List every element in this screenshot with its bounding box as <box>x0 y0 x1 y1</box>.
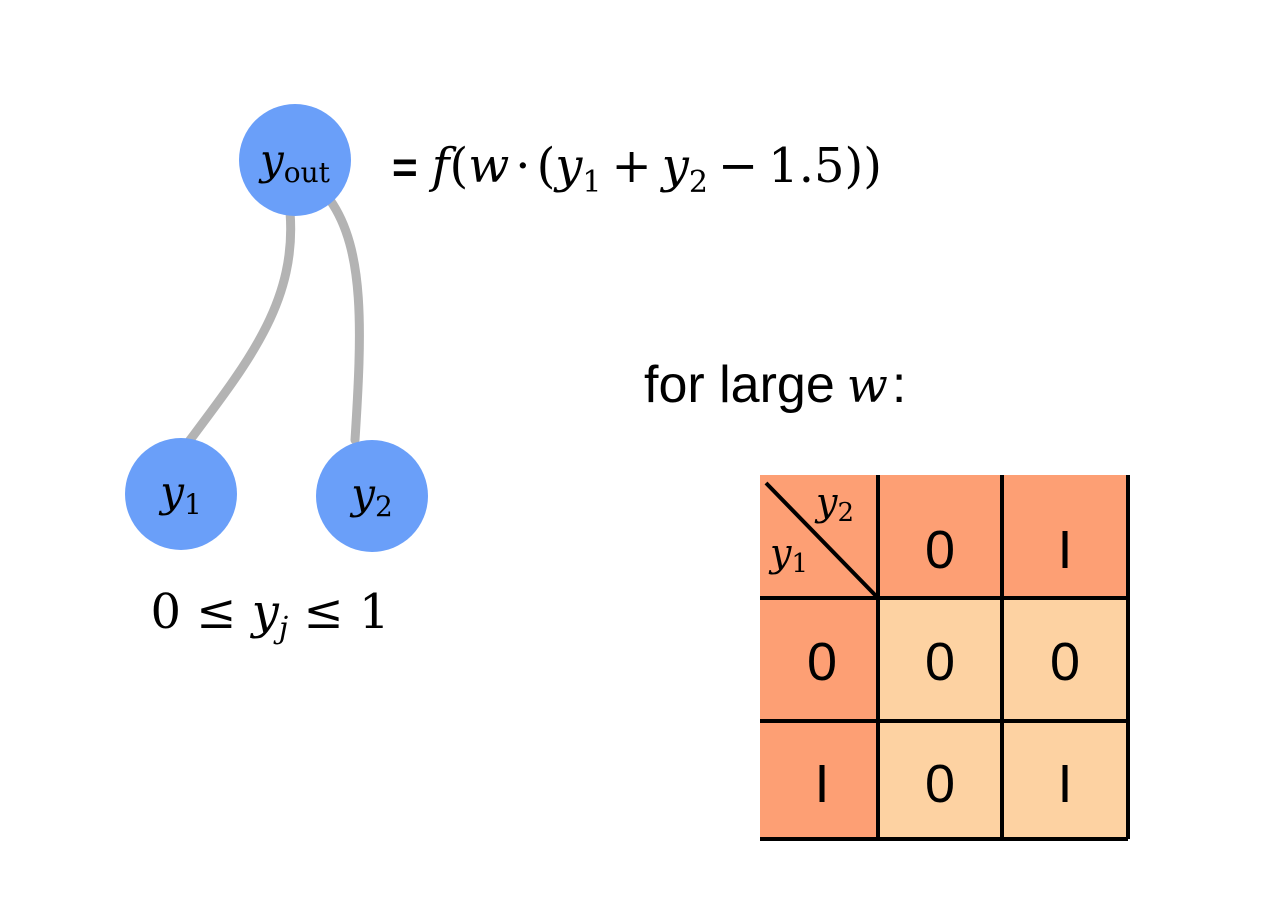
truth-table: y2 y1 0 I 0 I 0 0 0 I <box>760 475 1130 841</box>
row-header-0: 0 <box>807 632 837 692</box>
output-node-sub: out <box>284 156 331 189</box>
cell-y1-0-y2-1: 0 <box>1050 632 1080 692</box>
table-col-header-cell-0 <box>878 475 1002 598</box>
input-node-2-var: y <box>349 469 376 518</box>
corner-diagonal <box>764 481 880 600</box>
cell-y1-1-y2-1: I <box>1057 754 1072 814</box>
constraint-lhs: 0 ≤ <box>151 584 252 640</box>
output-node-var: y <box>258 135 285 184</box>
input-node-2-circle <box>316 440 428 552</box>
condition-prefix: for large <box>644 356 835 414</box>
equation-equals: = <box>392 143 418 192</box>
input-node-2: y2 <box>316 440 428 552</box>
condition-var: w <box>847 358 888 414</box>
table-row-header-cell-0 <box>760 598 878 721</box>
input-range-constraint: 0 ≤ yj ≤ 1 <box>151 584 390 646</box>
input-node-1-sub: 1 <box>184 488 202 521</box>
input-node-1: y1 <box>125 438 237 550</box>
output-node-circle <box>239 104 351 216</box>
table-grid-lines <box>760 475 1130 841</box>
table-col-header-cell-1 <box>1002 475 1128 598</box>
condition-suffix: : <box>892 356 906 414</box>
input-node-1-var: y <box>158 467 185 516</box>
row-header-1: I <box>814 754 829 814</box>
edge-output-to-y2 <box>325 195 364 445</box>
input-node-1-circle <box>125 438 237 550</box>
table-row-header-cell-1 <box>760 721 878 839</box>
svg-text:y2: y2 <box>349 469 393 523</box>
col-header-0: 0 <box>925 520 955 580</box>
svg-text:y1: y1 <box>158 467 202 521</box>
activation-equation: =f(w·(y1+y2−1.5)) <box>392 138 882 200</box>
col-header-1: I <box>1057 520 1072 580</box>
constraint-var: y <box>250 584 280 640</box>
cell-y1-1-y2-0: 0 <box>925 754 955 814</box>
corner-col-label: y2 <box>814 480 854 528</box>
svg-text:yout: yout <box>258 135 331 189</box>
input-node-2-sub: 2 <box>375 490 393 523</box>
corner-row-label: y1 <box>768 531 808 579</box>
cell-y1-0-y2-0: 0 <box>925 632 955 692</box>
edge-output-to-y1 <box>185 207 296 445</box>
constraint-rhs: ≤ 1 <box>288 584 389 640</box>
output-node: yout <box>239 104 351 216</box>
network-edges <box>185 195 364 445</box>
